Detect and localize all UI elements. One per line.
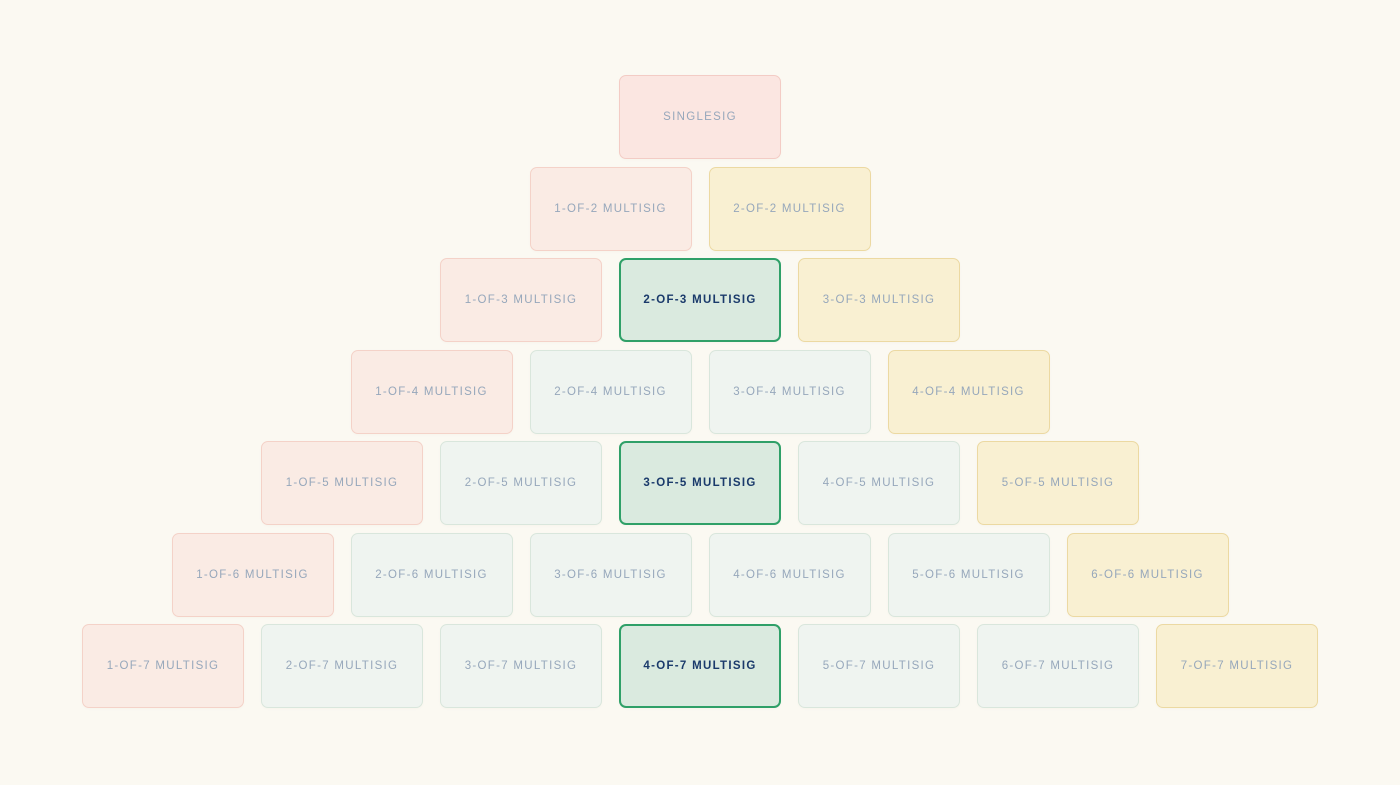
box-5-of-5-multisig[interactable]: 5-OF-5 MULTISIG — [977, 441, 1139, 525]
box-5-of-6-multisig[interactable]: 5-OF-6 MULTISIG — [887, 532, 1050, 617]
pyramid-row-7: 1-OF-7 MULTISIG 2-OF-7 MULTISIG 3-OF-7 MUL… — [82, 624, 1318, 708]
box-label: SINGLESIG — [663, 111, 737, 123]
box-1-of-4-multisig[interactable]: 1-OF-4 MULTISIG — [350, 349, 513, 434]
box-4-of-7-multisig[interactable]: 4-OF-7 MULTISIG — [619, 624, 781, 708]
box-2-of-5-multisig[interactable]: 2-OF-5 MULTISIG — [440, 441, 602, 525]
box-label: 5-OF-5 MULTISIG — [1001, 477, 1115, 489]
box-label: 1-OF-3 MULTISIG — [464, 294, 578, 306]
box-label: 4-OF-4 MULTISIG — [912, 385, 1025, 398]
box-label: 5-OF-6 MULTISIG — [912, 568, 1025, 581]
box-3-of-5-multisig[interactable]: 3-OF-5 MULTISIG — [619, 441, 781, 525]
box-label: 3-OF-6 MULTISIG — [554, 568, 667, 581]
pyramid-row-1: SINGLESIG — [619, 75, 781, 159]
box-label: 2-OF-4 MULTISIG — [554, 385, 667, 398]
box-7-of-7-multisig[interactable]: 7-OF-7 MULTISIG — [1156, 624, 1318, 708]
box-label: 1-OF-7 MULTISIG — [106, 660, 220, 672]
box-label: 7-OF-7 MULTISIG — [1180, 660, 1294, 672]
box-label: 5-OF-7 MULTISIG — [822, 660, 936, 672]
box-2-of-7-multisig[interactable]: 2-OF-7 MULTISIG — [261, 624, 423, 708]
box-1-of-2-multisig[interactable]: 1-OF-2 MULTISIG — [529, 166, 692, 251]
box-label: 1-OF-6 MULTISIG — [196, 568, 309, 581]
box-label: 6-OF-7 MULTISIG — [1001, 660, 1115, 672]
box-4-of-5-multisig[interactable]: 4-OF-5 MULTISIG — [798, 441, 960, 525]
box-1-of-5-multisig[interactable]: 1-OF-5 MULTISIG — [261, 441, 423, 525]
box-label: 2-OF-6 MULTISIG — [375, 568, 488, 581]
box-1-of-3-multisig[interactable]: 1-OF-3 MULTISIG — [440, 258, 602, 342]
box-singlesig[interactable]: SINGLESIG — [619, 75, 781, 159]
box-label: 1-OF-5 MULTISIG — [285, 477, 399, 489]
pyramid-row-6: 1-OF-6 MULTISIG 2-OF-6 MULTISIG 3-OF-6 MUL… — [171, 532, 1229, 617]
box-5-of-7-multisig[interactable]: 5-OF-7 MULTISIG — [798, 624, 960, 708]
box-label: 6-OF-6 MULTISIG — [1091, 568, 1204, 581]
box-3-of-6-multisig[interactable]: 3-OF-6 MULTISIG — [529, 532, 692, 617]
box-label: 2-OF-7 MULTISIG — [285, 660, 399, 672]
box-label: 4-OF-6 MULTISIG — [733, 568, 846, 581]
box-label: 3-OF-3 MULTISIG — [822, 294, 936, 306]
pyramid-row-2: 1-OF-2 MULTISIG 2-OF-2 MULTISIG — [529, 166, 871, 251]
pyramid-row-4: 1-OF-4 MULTISIG 2-OF-4 MULTISIG 3-OF-4 MUL… — [350, 349, 1050, 434]
pyramid-row-3: 1-OF-3 MULTISIG 2-OF-3 MULTISIG 3-OF-3 MUL… — [440, 258, 960, 342]
box-4-of-4-multisig[interactable]: 4-OF-4 MULTISIG — [887, 349, 1050, 434]
box-label: 2-OF-5 MULTISIG — [464, 477, 578, 489]
box-6-of-6-multisig[interactable]: 6-OF-6 MULTISIG — [1066, 532, 1229, 617]
box-3-of-4-multisig[interactable]: 3-OF-4 MULTISIG — [708, 349, 871, 434]
box-label: 4-OF-5 MULTISIG — [822, 477, 936, 489]
box-label: 3-OF-4 MULTISIG — [733, 385, 846, 398]
box-label: 3-OF-5 MULTISIG — [643, 477, 757, 489]
box-label: 2-OF-3 MULTISIG — [643, 294, 757, 306]
box-label: 4-OF-7 MULTISIG — [643, 660, 757, 672]
pyramid-row-5: 1-OF-5 MULTISIG 2-OF-5 MULTISIG 3-OF-5 MUL… — [261, 441, 1139, 525]
box-4-of-6-multisig[interactable]: 4-OF-6 MULTISIG — [708, 532, 871, 617]
box-2-of-4-multisig[interactable]: 2-OF-4 MULTISIG — [529, 349, 692, 434]
box-label: 2-OF-2 MULTISIG — [733, 202, 846, 215]
box-2-of-2-multisig[interactable]: 2-OF-2 MULTISIG — [708, 166, 871, 251]
box-2-of-6-multisig[interactable]: 2-OF-6 MULTISIG — [350, 532, 513, 617]
box-1-of-6-multisig[interactable]: 1-OF-6 MULTISIG — [171, 532, 334, 617]
box-6-of-7-multisig[interactable]: 6-OF-7 MULTISIG — [977, 624, 1139, 708]
box-label: 1-OF-4 MULTISIG — [375, 385, 488, 398]
box-1-of-7-multisig[interactable]: 1-OF-7 MULTISIG — [82, 624, 244, 708]
box-label: 3-OF-7 MULTISIG — [464, 660, 578, 672]
box-3-of-7-multisig[interactable]: 3-OF-7 MULTISIG — [440, 624, 602, 708]
box-3-of-3-multisig[interactable]: 3-OF-3 MULTISIG — [798, 258, 960, 342]
box-2-of-3-multisig[interactable]: 2-OF-3 MULTISIG — [619, 258, 781, 342]
box-label: 1-OF-2 MULTISIG — [554, 202, 667, 215]
